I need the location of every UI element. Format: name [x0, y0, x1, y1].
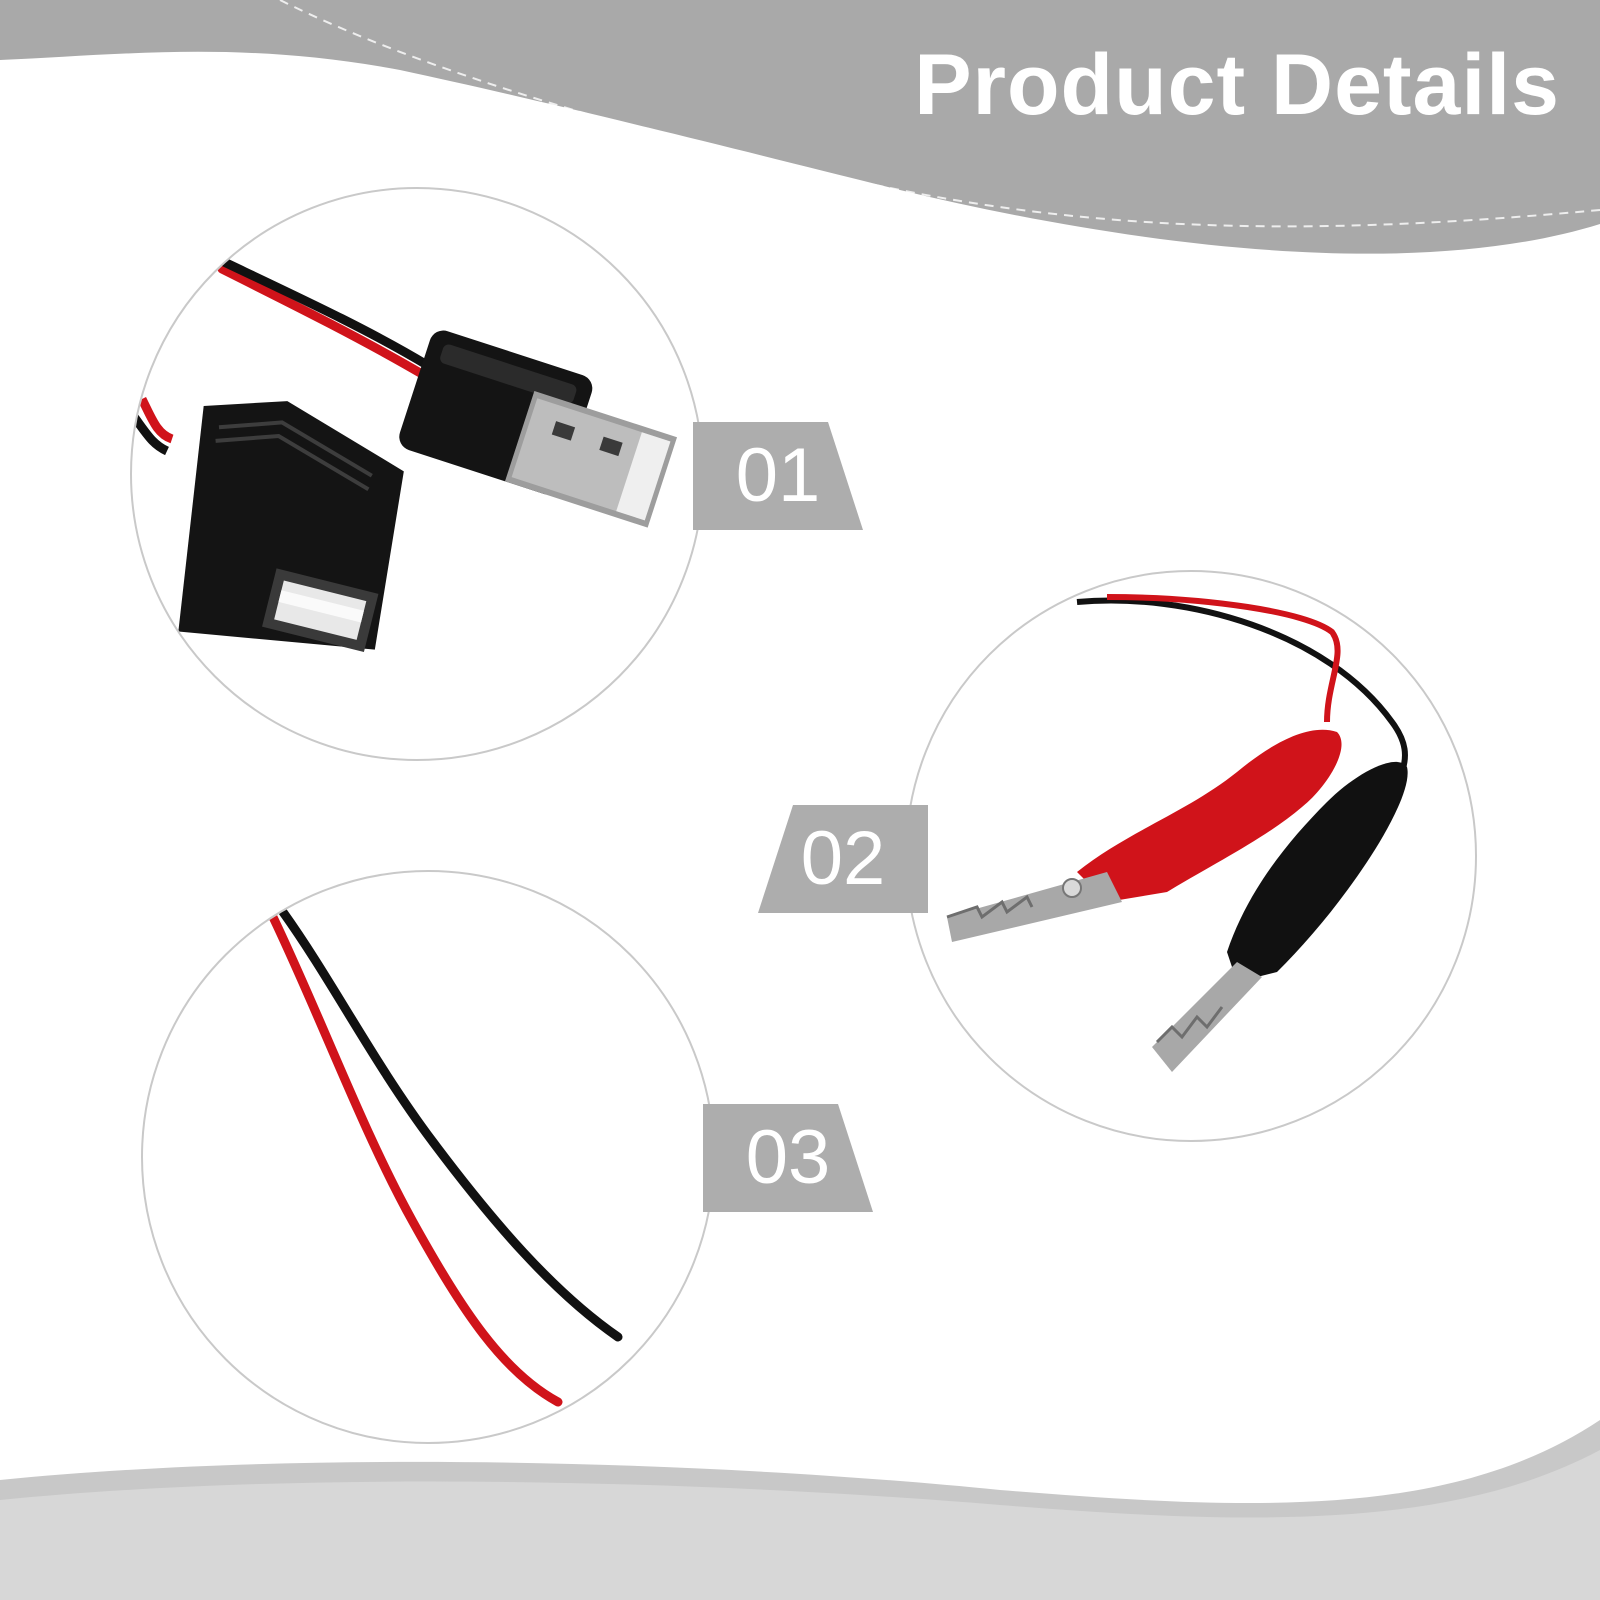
- black-alligator-clip: [1152, 761, 1408, 1072]
- black-wire: [217, 256, 432, 370]
- badge-shape: [693, 422, 863, 530]
- detail-number: 02: [800, 816, 886, 901]
- usb-male-plug: [399, 330, 678, 528]
- footer-band: [0, 1450, 1600, 1600]
- usb-female-socket: [178, 401, 404, 653]
- detail-number-badge: 03: [703, 1104, 873, 1212]
- red-wire-left: [137, 396, 174, 444]
- detail-image-usb-connectors: [130, 187, 704, 761]
- red-core-wire: [268, 912, 563, 1407]
- black-core-wire: [278, 907, 623, 1342]
- red-lead-wire: [1106, 594, 1341, 723]
- usb-connectors-illustration: [132, 256, 678, 653]
- two-core-wire-illustration: [268, 907, 623, 1407]
- red-alligator-clip: [946, 729, 1342, 942]
- header-banner: [0, 0, 1600, 254]
- alligator-clips-illustration: [946, 594, 1408, 1072]
- detail-number-badge: 02: [758, 805, 928, 913]
- detail-number: 01: [735, 433, 821, 518]
- header-dashed-line: [279, 0, 1600, 228]
- badge-shape: [758, 805, 928, 913]
- red-wire: [217, 264, 427, 379]
- detail-image-two-core-wire: [141, 870, 715, 1444]
- detail-number: 03: [745, 1115, 831, 1200]
- page-title: Product Details: [914, 37, 1560, 133]
- detail-number-badge: 01: [693, 422, 863, 530]
- black-lead-wire: [1076, 597, 1408, 773]
- badge-shape: [703, 1104, 873, 1212]
- detail-image-alligator-clips: [905, 570, 1477, 1142]
